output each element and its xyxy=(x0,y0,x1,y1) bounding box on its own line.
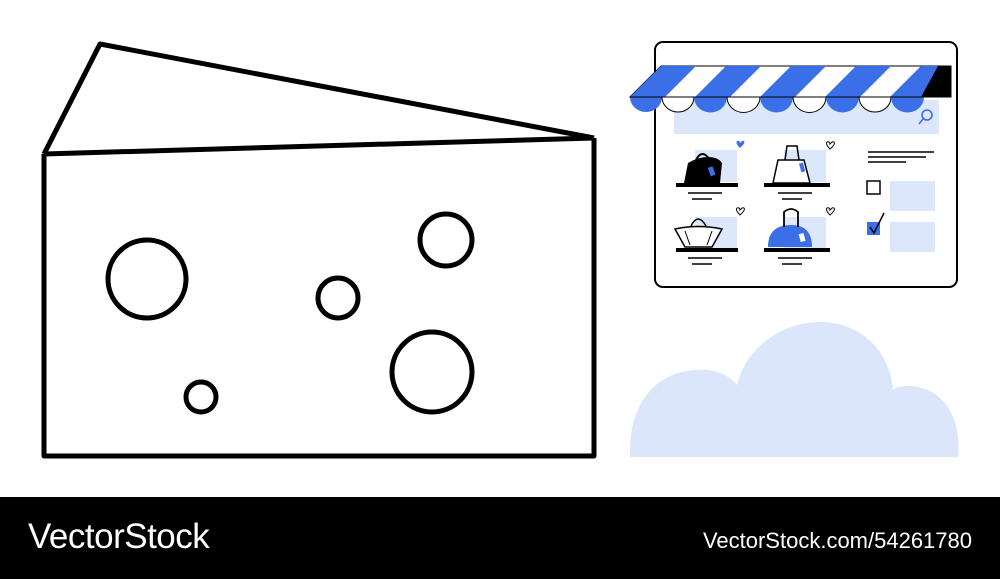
heart-icon xyxy=(736,207,745,216)
filter-checkbox xyxy=(866,180,881,195)
watermark-footer: VectorStock VectorStock.com/54261780 xyxy=(0,497,1000,579)
cheese-hole xyxy=(417,211,475,269)
search-icon xyxy=(918,109,933,125)
filter-option xyxy=(890,222,935,252)
cheese-hole xyxy=(183,379,219,415)
product-card xyxy=(764,141,835,200)
check-icon xyxy=(869,212,885,235)
vectorstock-logo: VectorStock xyxy=(28,517,210,556)
illustration xyxy=(41,41,959,459)
product-card xyxy=(673,207,745,265)
heart-icon xyxy=(826,141,835,150)
basket-bag-icon xyxy=(673,218,724,248)
dome-bag-icon xyxy=(768,208,812,247)
cheese-wedge-icon xyxy=(41,41,597,459)
cheese-hole xyxy=(105,237,189,321)
shopping-bag-icon xyxy=(772,145,811,184)
heart-icon xyxy=(736,140,745,148)
product-card xyxy=(676,140,745,200)
stock-id: VectorStock.com/54261780 xyxy=(702,528,972,553)
awning-icon xyxy=(628,65,952,113)
product-card xyxy=(764,207,835,265)
filter-option xyxy=(890,181,935,211)
heart-icon xyxy=(826,207,835,216)
cheese-hole xyxy=(389,329,475,415)
handbag-icon xyxy=(684,153,722,183)
filters-panel xyxy=(866,151,935,252)
filter-checkbox-checked xyxy=(867,222,880,235)
online-store-window xyxy=(628,41,958,288)
cheese-hole xyxy=(315,275,361,321)
cloud-icon xyxy=(629,322,959,457)
